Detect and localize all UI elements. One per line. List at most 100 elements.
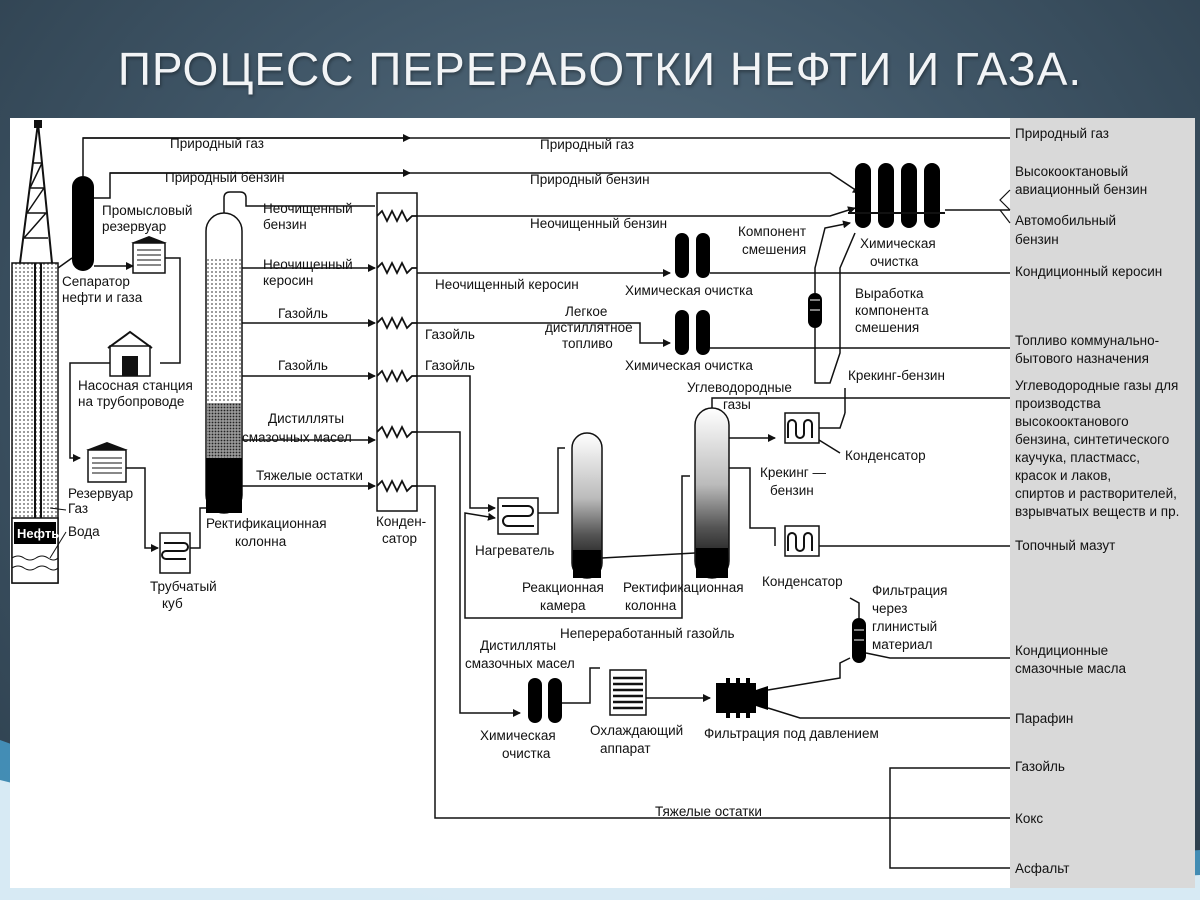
label-filtr-2: через xyxy=(872,601,907,616)
product-22: Асфальт xyxy=(1015,861,1069,876)
label-reakc-2: камера xyxy=(540,598,586,613)
label-kond-cracking-2: Конденсатор xyxy=(762,574,843,589)
label-neochishch-benzin-1: Неочищенный xyxy=(263,201,353,216)
chemical-treatment-1 xyxy=(675,233,710,278)
product-12: каучука, пластмасс, xyxy=(1015,450,1140,465)
label-vyrabotka-1: Выработка xyxy=(855,286,924,301)
reservoir xyxy=(87,449,127,483)
product-13: красок и лаков, xyxy=(1015,468,1111,483)
product-18: смазочные масла xyxy=(1015,661,1127,676)
label-ohlazh-1: Охлаждающий xyxy=(590,723,683,738)
product-17: Кондиционные xyxy=(1015,643,1108,658)
product-21: Кокс xyxy=(1015,811,1043,826)
condenser-main xyxy=(376,192,418,512)
label-prir-benzin-2: Природный бензин xyxy=(530,172,650,187)
field-reservoir xyxy=(132,242,166,274)
label-ohlazh-2: аппарат xyxy=(600,741,651,756)
label-filtr-1: Фильтрация xyxy=(872,583,947,598)
label-legkoe-1: Легкое xyxy=(565,304,607,319)
label-gaz: Газ xyxy=(68,501,88,516)
label-uglevod-2: газы xyxy=(723,397,751,412)
process-flow-diagram: Нефть Газ Вода Сепаратор нефти и газа Пр… xyxy=(10,118,1195,888)
label-gazoil-4: Газойль xyxy=(425,358,475,373)
oil-well: Нефть xyxy=(11,120,59,584)
label-gazoil-2: Газойль xyxy=(278,358,328,373)
product-10: высокооктанового xyxy=(1015,414,1129,429)
label-him-top-2: очистка xyxy=(870,254,919,269)
chemical-treatment-2 xyxy=(675,310,710,355)
cooling-apparatus xyxy=(609,669,647,716)
label-legkoe-2: дистиллятное xyxy=(545,320,633,335)
label-neperer: Непереработанный газойль xyxy=(560,626,734,641)
label-voda: Вода xyxy=(68,524,100,539)
product-19: Парафин xyxy=(1015,711,1073,726)
label-neochishch-benzin-line: Неочищенный бензин xyxy=(530,216,667,231)
tube-furnace xyxy=(159,532,191,574)
label-nagrevatel: Нагреватель xyxy=(475,543,554,558)
label-dist2-2: смазочных масел xyxy=(465,656,575,671)
reaction-chamber xyxy=(571,432,603,579)
label-him-3-1: Химическая xyxy=(480,728,556,743)
product-2: авиационный бензин xyxy=(1015,182,1147,197)
label-sep-2: нефти и газа xyxy=(62,290,143,305)
label-gazoil-1: Газойль xyxy=(278,306,328,321)
label-him-1: Химическая очистка xyxy=(625,283,753,298)
label-rekt2-1: Ректификационная xyxy=(623,580,744,595)
label-rezervuar: Резервуар xyxy=(68,486,133,501)
label-distillyaty-2: смазочных масел xyxy=(242,430,352,445)
cracking-fractionation-column xyxy=(694,407,730,579)
label-rekt-1: Ректификационная xyxy=(206,516,327,531)
label-reakc-1: Реакционная xyxy=(522,580,604,595)
label-rez-2: резервуар xyxy=(102,219,166,234)
label-trub-1: Трубчатый xyxy=(150,579,217,594)
label-nasos-2: на трубопроводе xyxy=(78,394,184,409)
label-trub-2: куб xyxy=(162,596,183,611)
product-9: производства xyxy=(1015,396,1101,411)
label-rekt-2: колонна xyxy=(235,534,287,549)
pressure-filter xyxy=(716,678,768,718)
label-tyazhelye-1: Тяжелые остатки xyxy=(256,468,363,483)
product-20: Газойль xyxy=(1015,759,1065,774)
label-filtr-4: материал xyxy=(872,637,932,652)
label-dist2-1: Дистилляты xyxy=(480,638,556,653)
label-tyazhelye-2: Тяжелые остатки xyxy=(655,804,762,819)
slide-title: ПРОЦЕСС ПЕРЕРАБОТКИ НЕФТИ И ГАЗА. xyxy=(117,43,1083,95)
chemical-treatment-lube xyxy=(528,678,562,723)
chemical-treatment-top xyxy=(848,163,945,228)
label-kreking-benzin: Крекинг-бензин xyxy=(848,368,945,383)
label-kreking-2: бензин xyxy=(770,483,814,498)
product-16: Топочный мазут xyxy=(1015,538,1115,553)
label-him-top-1: Химическая xyxy=(860,236,936,251)
label-nasos-1: Насосная станция xyxy=(78,378,193,393)
product-1: Высокооктановый xyxy=(1015,164,1128,179)
label-neochishch-kerosin-line: Неочищенный керосин xyxy=(435,277,579,292)
label-rez-1: Промысловый xyxy=(102,203,192,218)
label-kond-cracking-1: Конденсатор xyxy=(845,448,926,463)
label-legkoe-3: топливо xyxy=(562,336,613,351)
label-him-2: Химическая очистка xyxy=(625,358,753,373)
label-gaz-2: Природный газ xyxy=(540,137,634,152)
product-15: взрывчатых веществ и пр. xyxy=(1015,504,1179,519)
label-vyrabotka-3: смешения xyxy=(855,320,919,335)
label-sep-1: Сепаратор xyxy=(62,274,130,289)
products-column xyxy=(1010,118,1195,888)
label-distillyaty-1: Дистилляты xyxy=(268,411,344,426)
label-neft: Нефть xyxy=(17,526,59,541)
label-uglevod-1: Углеводородные xyxy=(687,380,792,395)
label-neochishch-kerosin-2: керосин xyxy=(263,273,313,288)
product-3: Автомобильный xyxy=(1015,213,1116,228)
product-11: бензина, синтетического xyxy=(1015,432,1169,447)
label-rekt2-2: колонна xyxy=(625,598,677,613)
label-him-3-2: очистка xyxy=(502,746,551,761)
product-7: бытового назначения xyxy=(1015,351,1149,366)
separator-vessel xyxy=(72,176,94,271)
label-prir-benzin-1: Природный бензин xyxy=(165,170,285,185)
label-komponent-1: Компонент xyxy=(738,224,806,239)
label-gazoil-3: Газойль xyxy=(425,327,475,342)
label-komponent-2: смешения xyxy=(742,242,806,257)
label-vyrabotka-2: компонента xyxy=(855,303,929,318)
product-6: Топливо коммунально- xyxy=(1015,333,1159,348)
label-filtr-davl: Фильтрация под давлением xyxy=(704,726,879,741)
label-gaz-1: Природный газ xyxy=(170,136,264,151)
label-filtr-3: глинистый xyxy=(872,619,937,634)
